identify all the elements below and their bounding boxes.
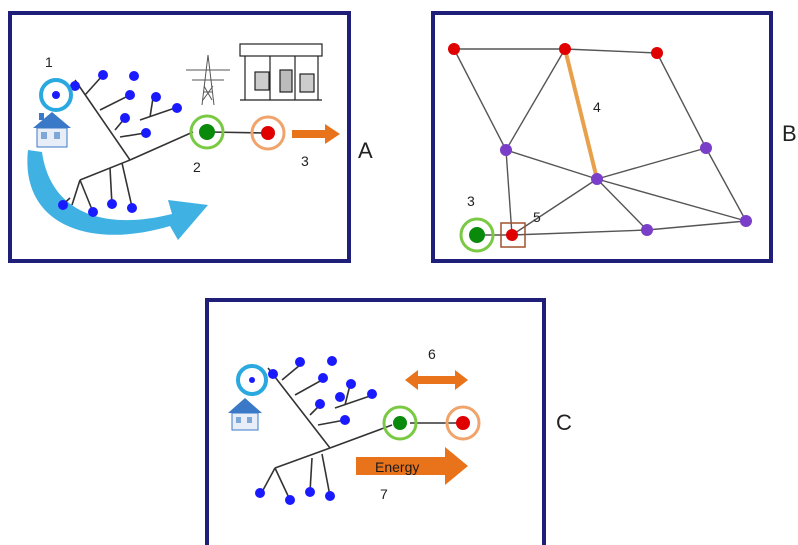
label-4: 4 — [593, 99, 601, 115]
purple-bus-nodes — [500, 142, 752, 236]
curved-arrow-icon — [27, 150, 208, 240]
interface-bus-node — [506, 229, 518, 241]
label-3b: 3 — [467, 193, 475, 209]
label-5: 5 — [533, 209, 541, 225]
panel-letter-b: B — [782, 121, 797, 146]
label-6: 6 — [428, 346, 436, 362]
label-2: 2 — [193, 159, 201, 175]
feeder-ring-c — [382, 405, 418, 441]
home-ring — [39, 78, 73, 112]
energy-label: Energy — [375, 459, 419, 475]
label-7: 7 — [380, 486, 388, 502]
home-node-c — [249, 377, 255, 383]
label-1: 1 — [45, 54, 53, 70]
home-node — [52, 91, 60, 99]
panel-b — [431, 11, 773, 263]
substation-ring-a — [250, 115, 286, 151]
substation-ring-c — [445, 405, 481, 441]
bus-highlight-box — [500, 222, 526, 248]
label-3a: 3 — [301, 153, 309, 169]
highlighted-line — [563, 48, 599, 180]
distribution-tree-c — [261, 364, 462, 501]
feeder-ring-a — [189, 114, 225, 150]
feeder-node-a — [199, 124, 215, 140]
load-nodes-a — [58, 70, 182, 217]
feeder-ring-b — [459, 217, 495, 253]
double-arrow-icon — [405, 370, 468, 390]
substation-node-c — [456, 416, 470, 430]
energy-arrow-a — [292, 124, 340, 144]
transmission-tower-icon — [186, 54, 230, 106]
feeder-node-b — [469, 227, 485, 243]
substation-node-a — [261, 126, 275, 140]
home-ring-c — [236, 364, 268, 396]
distribution-tree-a — [59, 74, 268, 213]
substation-icon — [239, 43, 323, 101]
load-nodes-c — [255, 356, 377, 505]
house-icon — [228, 398, 262, 431]
panel-c — [205, 298, 546, 545]
energy-arrow-c: Energy — [356, 447, 468, 485]
feeder-node-c — [393, 416, 407, 430]
red-bus-nodes — [448, 43, 663, 59]
panel-letter-c: C — [556, 410, 572, 435]
house-icon — [33, 112, 71, 148]
panel-letter-a: A — [358, 138, 373, 163]
